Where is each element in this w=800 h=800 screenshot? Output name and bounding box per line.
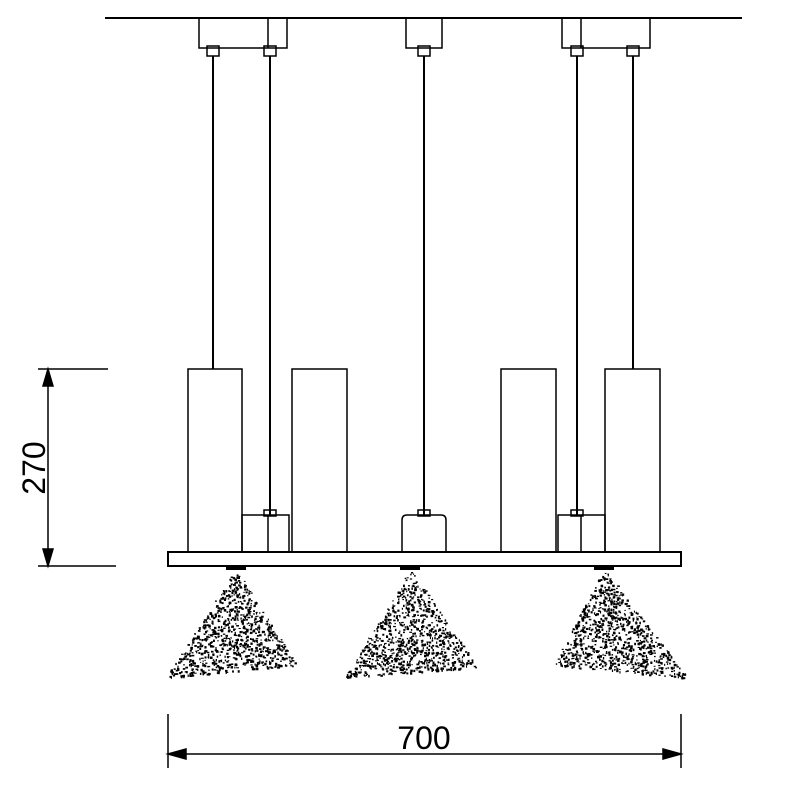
height-dimension [38,366,116,569]
connector-left [241,514,290,553]
light-cone-1 [169,566,297,679]
connector-boxes [241,509,606,553]
lamp-block-1 [187,368,243,553]
width-dimension-label: 700 [397,720,450,756]
height-dimension-label: 270 [16,441,52,494]
connector-center [401,514,447,552]
lamp-blocks [187,368,661,553]
lamp-block-4 [604,368,661,553]
lamp-block-2 [291,368,348,553]
ceiling-mount-left [198,17,288,57]
lamp-block-3 [500,368,557,553]
light-cones [169,566,687,680]
width-dimension [165,714,684,768]
ceiling-mount-right [561,17,651,57]
ceiling-mount-center [405,17,443,57]
suspension-cables [212,56,634,515]
light-cone-2 [346,566,477,679]
light-cone-3 [555,566,687,680]
base-plate [167,551,682,567]
